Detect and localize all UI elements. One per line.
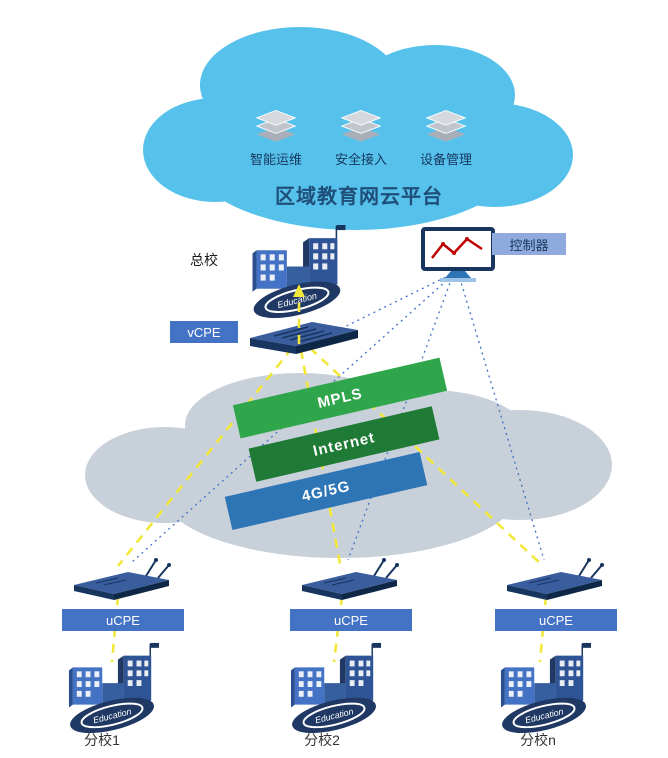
service-label: 智能运维	[249, 152, 302, 167]
branch-name-3: 分校n	[520, 732, 556, 748]
branch-name-1: 分校1	[84, 732, 120, 748]
controller-badge: 控制器	[492, 233, 566, 255]
hq-school-building-icon	[238, 222, 360, 318]
ucpe-router-icon-1	[66, 556, 176, 602]
ucpe-router-icon-2	[294, 556, 404, 602]
ucpe-router-icon-3	[499, 556, 609, 602]
service-secure-access: 安全接入	[321, 108, 401, 168]
vcpe-badge: vCPE	[170, 321, 238, 343]
ucpe-badge-3: uCPE	[495, 609, 617, 631]
layers-icon	[424, 108, 468, 146]
branch-school-building-icon-3	[487, 640, 605, 733]
branch-name-2: 分校2	[304, 732, 340, 748]
ucpe-badge-1: uCPE	[62, 609, 184, 631]
layers-icon	[339, 108, 383, 146]
service-label: 设备管理	[419, 152, 472, 167]
hq-label: 总校	[190, 252, 218, 268]
controller-monitor-icon	[420, 226, 496, 284]
service-device-mgmt: 设备管理	[406, 108, 486, 168]
ucpe-badge-2: uCPE	[290, 609, 412, 631]
vcpe-device-icon	[246, 314, 361, 356]
service-label: 安全接入	[334, 152, 387, 167]
service-intelligent-om: 智能运维	[236, 108, 316, 168]
cloud-services: 智能运维 安全接入 设备管理	[236, 108, 486, 168]
branch-school-building-icon-1	[55, 640, 173, 733]
cloud-platform-title: 区域教育网云平台	[275, 186, 443, 208]
branch-school-building-icon-2	[277, 640, 395, 733]
layers-icon	[254, 108, 298, 146]
